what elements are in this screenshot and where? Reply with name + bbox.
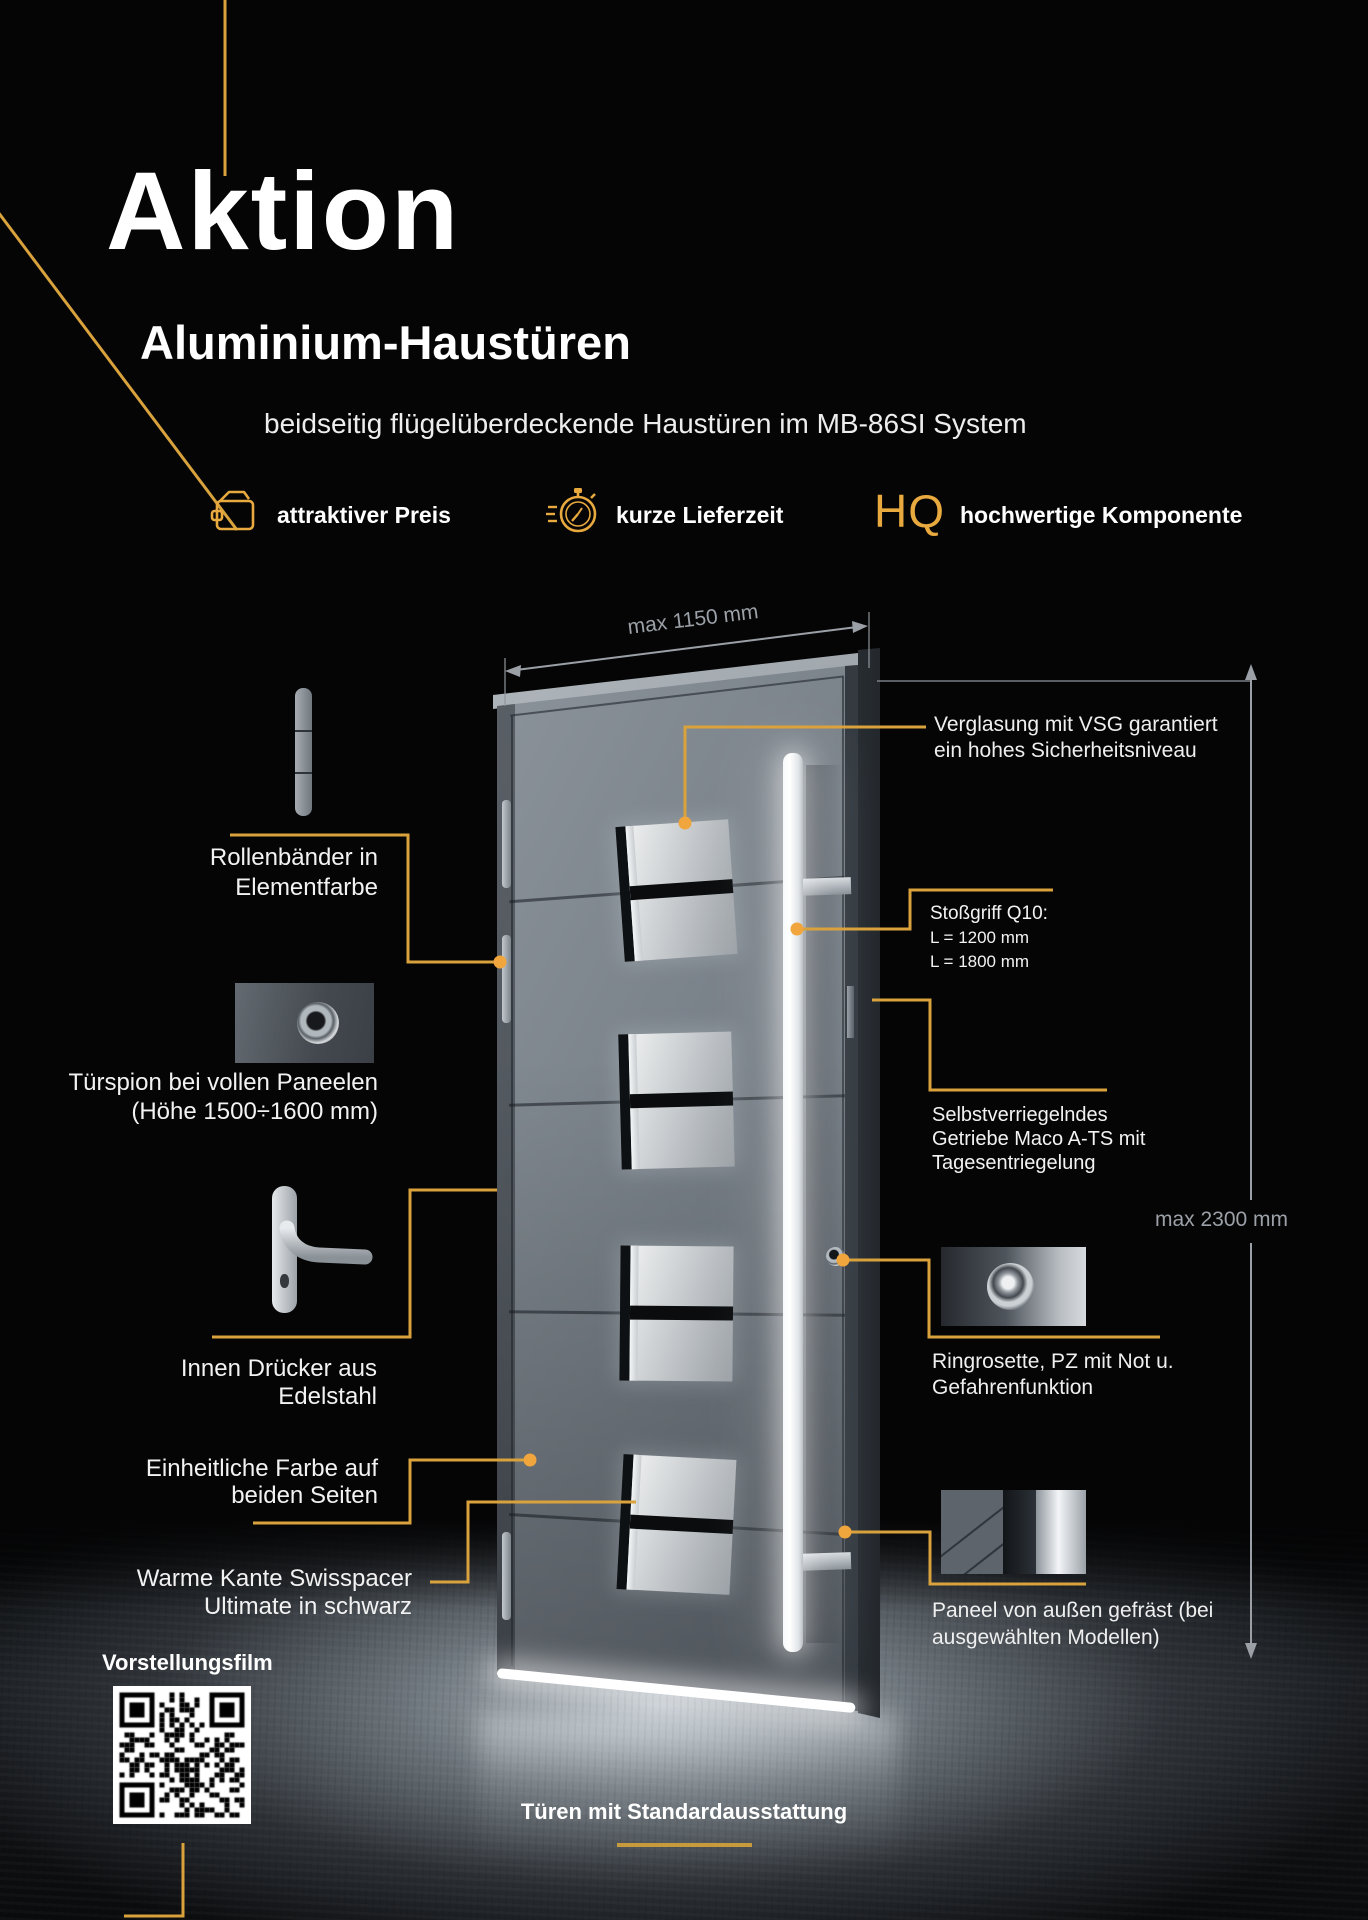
paneel-groove-detail — [941, 1490, 1003, 1574]
dim-height-label: max 2300 mm — [1155, 1208, 1289, 1231]
page-title: Aktion — [106, 150, 461, 273]
door-inner-seam-left — [511, 716, 513, 1666]
callout-text-line: Gefahrenfunktion — [932, 1376, 1094, 1399]
door-floor-reflection — [478, 1712, 898, 1862]
callout-text-line: Getriebe Maco A-TS mit — [932, 1128, 1146, 1150]
callout-text-line: Verglasung mit VSG garantiert — [934, 713, 1218, 736]
callout-text-line: Elementfarbe — [235, 874, 378, 901]
door-inner-seam-right — [842, 677, 844, 1703]
arrow-right-icon — [852, 621, 868, 633]
callout-text-line: Tagesentriegelung — [932, 1152, 1096, 1174]
lever-handle-icon — [279, 1220, 373, 1265]
glass-pane-3 — [619, 1245, 734, 1382]
callout-title: Stoßgriff Q10: — [930, 903, 1048, 924]
callout-rollenbaender: Rollenbänder in Elementfarbe — [210, 843, 378, 903]
dim-width-label: max 1150 mm — [626, 600, 760, 639]
callout-text-line: Edelstahl — [278, 1383, 377, 1410]
feature-label-komponente: hochwertige Komponente — [960, 502, 1243, 528]
callout-tuerspion: Türspion bei vollen Paneelen (Höhe 1500÷… — [68, 1068, 378, 1126]
callout-druecker: Innen Drücker aus Edelstahl — [181, 1355, 377, 1411]
door-pull-handle — [783, 753, 803, 1652]
ringrosette-photo — [941, 1247, 1086, 1326]
callout-text-line: L = 1800 mm — [930, 952, 1030, 971]
callout-text-line: Ultimate in schwarz — [203, 1593, 412, 1620]
door-keyhole — [826, 1247, 845, 1266]
pane-stripe — [629, 1091, 734, 1109]
stopwatch-icon — [546, 488, 597, 533]
qr-code — [113, 1686, 251, 1824]
cylinder-ring-icon — [987, 1263, 1034, 1310]
paneel-gap-detail — [1003, 1490, 1036, 1574]
peephole-icon — [297, 1002, 339, 1044]
hq-monogram: HQ — [874, 485, 945, 537]
callout-paneel: Paneel von außen gefräst (bei ausgewählt… — [932, 1597, 1213, 1651]
wallet-icon — [210, 490, 255, 531]
lever-keyhole — [280, 1274, 289, 1288]
handle-shadow — [806, 765, 842, 1643]
glass-pane-1 — [615, 819, 738, 962]
callout-farbe: Einheitliche Farbe auf beiden Seiten — [146, 1455, 378, 1509]
footer-caption: Türen mit Standardausstattung — [520, 1799, 848, 1824]
callout-text-line: (Höhe 1500÷1600 mm) — [131, 1098, 378, 1125]
callout-text-line: Ringrosette, PZ mit Not u. — [932, 1350, 1174, 1373]
glass-pane-2 — [618, 1031, 735, 1170]
lever-backplate — [272, 1186, 297, 1313]
callout-text-line: Warme Kante Swisspacer — [136, 1565, 412, 1592]
pane-stripe — [629, 1514, 734, 1534]
callout-text-line: Türspion bei vollen Paneelen — [68, 1069, 378, 1096]
callout-text-line: Rollenbänder in — [209, 844, 378, 871]
callout-line-getriebe — [872, 998, 1107, 1092]
lock-faceplate — [847, 986, 854, 1038]
handle-bracket-bottom — [798, 1552, 852, 1571]
callout-text-line: ausgewählten Modellen) — [932, 1626, 1160, 1649]
callout-text-line: Einheitliche Farbe auf — [145, 1455, 378, 1482]
callout-text-line: Paneel von außen gefräst (bei — [932, 1599, 1214, 1622]
feature-label-preis: attraktiver Preis — [277, 502, 451, 528]
callout-text-line: ein hohes Sicherheitsniveau — [934, 739, 1197, 762]
glass-pane-4 — [616, 1454, 737, 1595]
callout-text-line: Selbstverriegelndes — [932, 1104, 1108, 1126]
callout-stossgriff: Stoßgriff Q10: L = 1200 mm L = 1800 mm — [930, 901, 1048, 974]
callout-line-druecker — [212, 1188, 497, 1339]
qr-label: Vorstellungsfilm — [102, 1650, 273, 1675]
door-spy-photo — [235, 983, 374, 1063]
callout-ringrosette: Ringrosette, PZ mit Not u. Gefahrenfunkt… — [932, 1349, 1174, 1401]
feature-label-lieferzeit: kurze Lieferzeit — [616, 502, 784, 528]
arrow-up-icon — [1245, 664, 1257, 680]
door-hinge-top — [502, 800, 511, 888]
hinge-photo — [295, 688, 312, 816]
callout-warme-kante: Warme Kante Swisspacer Ultimate in schwa… — [137, 1565, 412, 1621]
handle-bracket-top — [798, 877, 852, 896]
callout-text-line: beiden Seiten — [231, 1482, 378, 1509]
callout-text-line: Innen Drücker aus — [180, 1355, 377, 1382]
hinge-photo-seam — [295, 772, 312, 774]
arrow-left-icon — [505, 665, 521, 677]
hinge-photo-seam — [295, 730, 312, 732]
paneel-edge-detail — [1036, 1490, 1086, 1574]
callout-text-line: L = 1200 mm — [930, 928, 1030, 947]
door-hinge-middle — [502, 935, 511, 1023]
page-subtitle: Aluminium-Haustüren — [140, 316, 631, 369]
pane-stripe — [629, 879, 734, 901]
door-hinge-bottom — [502, 1532, 511, 1620]
page-tagline: beidseitig flügelüberdeckende Haustüren … — [264, 408, 1027, 439]
pane-stripe — [629, 1305, 734, 1321]
callout-verglasung: Verglasung mit VSG garantiert ein hohes … — [934, 712, 1218, 764]
callout-getriebe: Selbstverriegelndes Getriebe Maco A-TS m… — [932, 1103, 1145, 1175]
paneel-photo — [941, 1490, 1086, 1574]
